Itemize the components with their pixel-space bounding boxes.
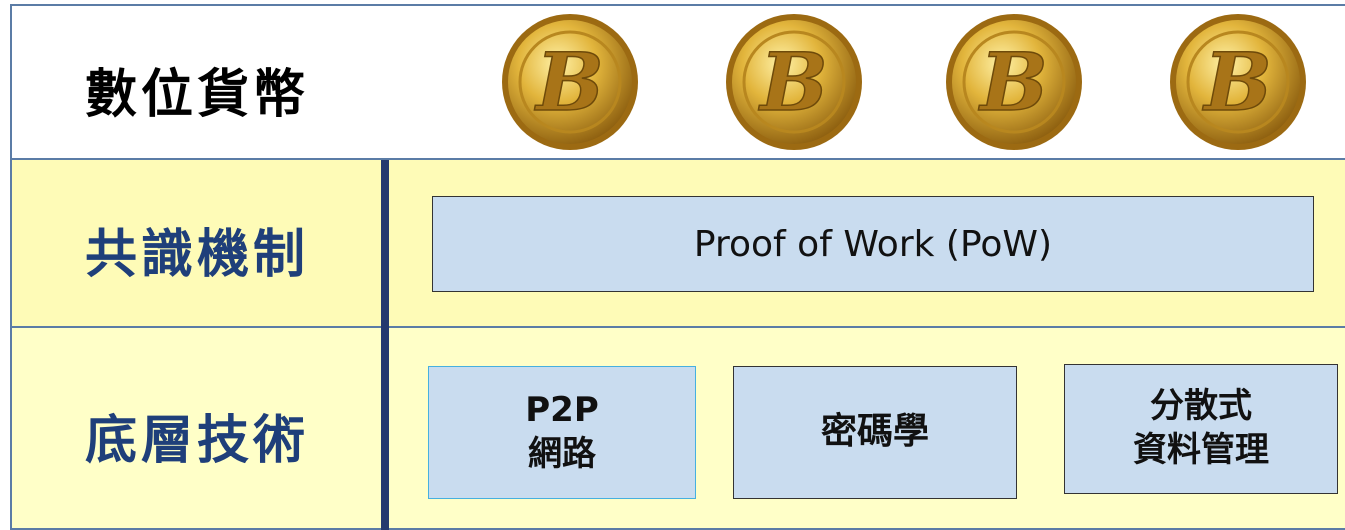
- p2p-network-box: P2P 網路: [428, 366, 696, 499]
- svg-text:B: B: [534, 35, 604, 129]
- bitcoin-coin-icon: B: [726, 14, 862, 150]
- column-divider: [381, 160, 389, 530]
- bitcoin-coin-icon: B: [502, 14, 638, 150]
- consensus-label: 共識機制: [84, 225, 309, 285]
- pow-label: Proof of Work (PoW): [693, 223, 1053, 265]
- svg-text:B: B: [758, 35, 828, 129]
- distributed-line1: 分散式: [1150, 386, 1252, 427]
- currency-row: 數位貨幣: [10, 4, 1345, 160]
- svg-text:B: B: [1202, 35, 1272, 129]
- p2p-line2: 網路: [528, 433, 596, 474]
- base-tech-label: 底層技術: [84, 411, 309, 471]
- distributed-data-box: 分散式 資料管理: [1064, 364, 1338, 494]
- p2p-line1: P2P: [525, 389, 599, 430]
- svg-text:B: B: [978, 35, 1048, 129]
- cryptography-label: 密碼學: [820, 411, 929, 453]
- currency-label: 數位貨幣: [84, 65, 309, 125]
- bitcoin-coin-icon: B: [946, 14, 1082, 150]
- pow-box: Proof of Work (PoW): [432, 196, 1314, 292]
- cryptography-box: 密碼學: [733, 366, 1017, 499]
- bitcoin-coin-icon: B: [1170, 14, 1306, 150]
- distributed-line2: 資料管理: [1133, 430, 1269, 470]
